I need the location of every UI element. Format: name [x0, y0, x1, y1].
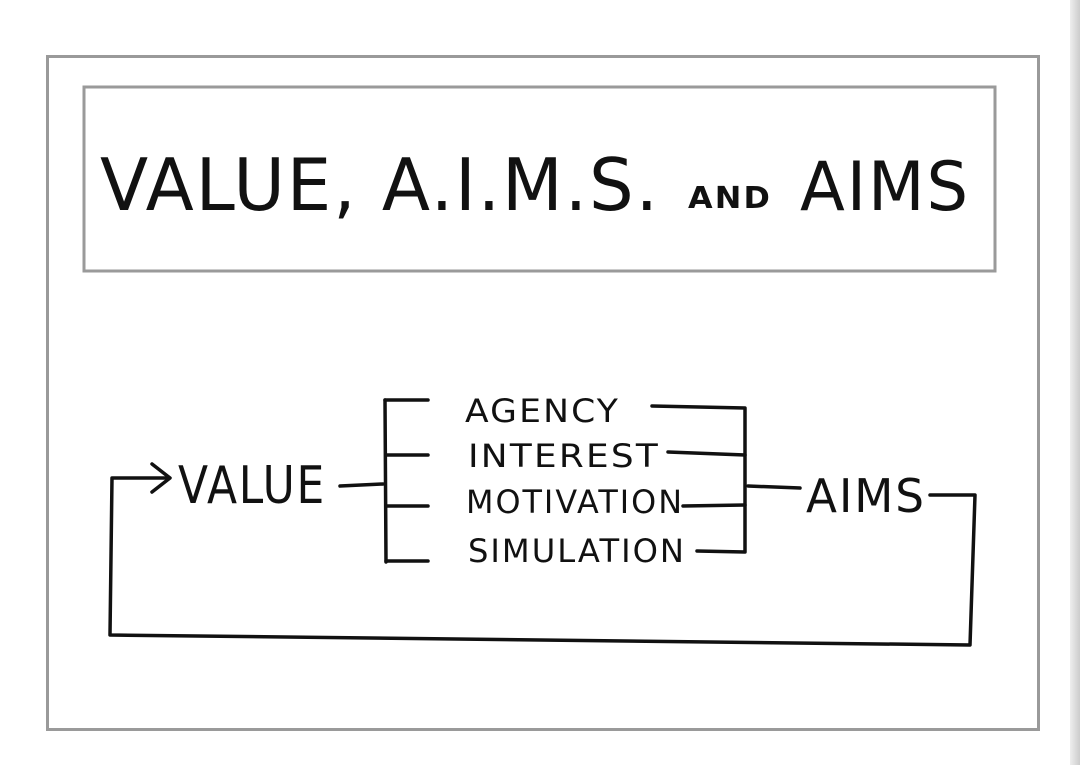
title-main: VALUE, A.I.M.S.	[100, 143, 660, 227]
aims-connector-line	[746, 484, 802, 490]
right-bracket-ticks	[666, 450, 747, 508]
target-label: AIMS	[806, 469, 926, 523]
page-frame	[46, 55, 1040, 731]
component-interest: INTEREST	[468, 437, 660, 475]
right-bracket	[650, 404, 747, 554]
scrollbar[interactable]	[1070, 0, 1080, 765]
component-motivation: MOTIVATION	[466, 483, 684, 521]
arrow-head-icon	[150, 462, 172, 494]
feedback-loop-line	[108, 476, 977, 647]
component-agency: AGENCY	[465, 392, 620, 430]
diagram-lines	[108, 398, 977, 647]
source-label: VALUE	[178, 456, 326, 516]
title-box	[82, 85, 997, 273]
value-connector-line	[338, 482, 385, 488]
component-simulation: SIMULATION	[468, 532, 686, 570]
left-bracket-ticks	[383, 398, 430, 563]
title-connector: AND	[688, 181, 772, 216]
left-bracket	[383, 398, 388, 564]
title-end: AIMS	[800, 148, 970, 227]
